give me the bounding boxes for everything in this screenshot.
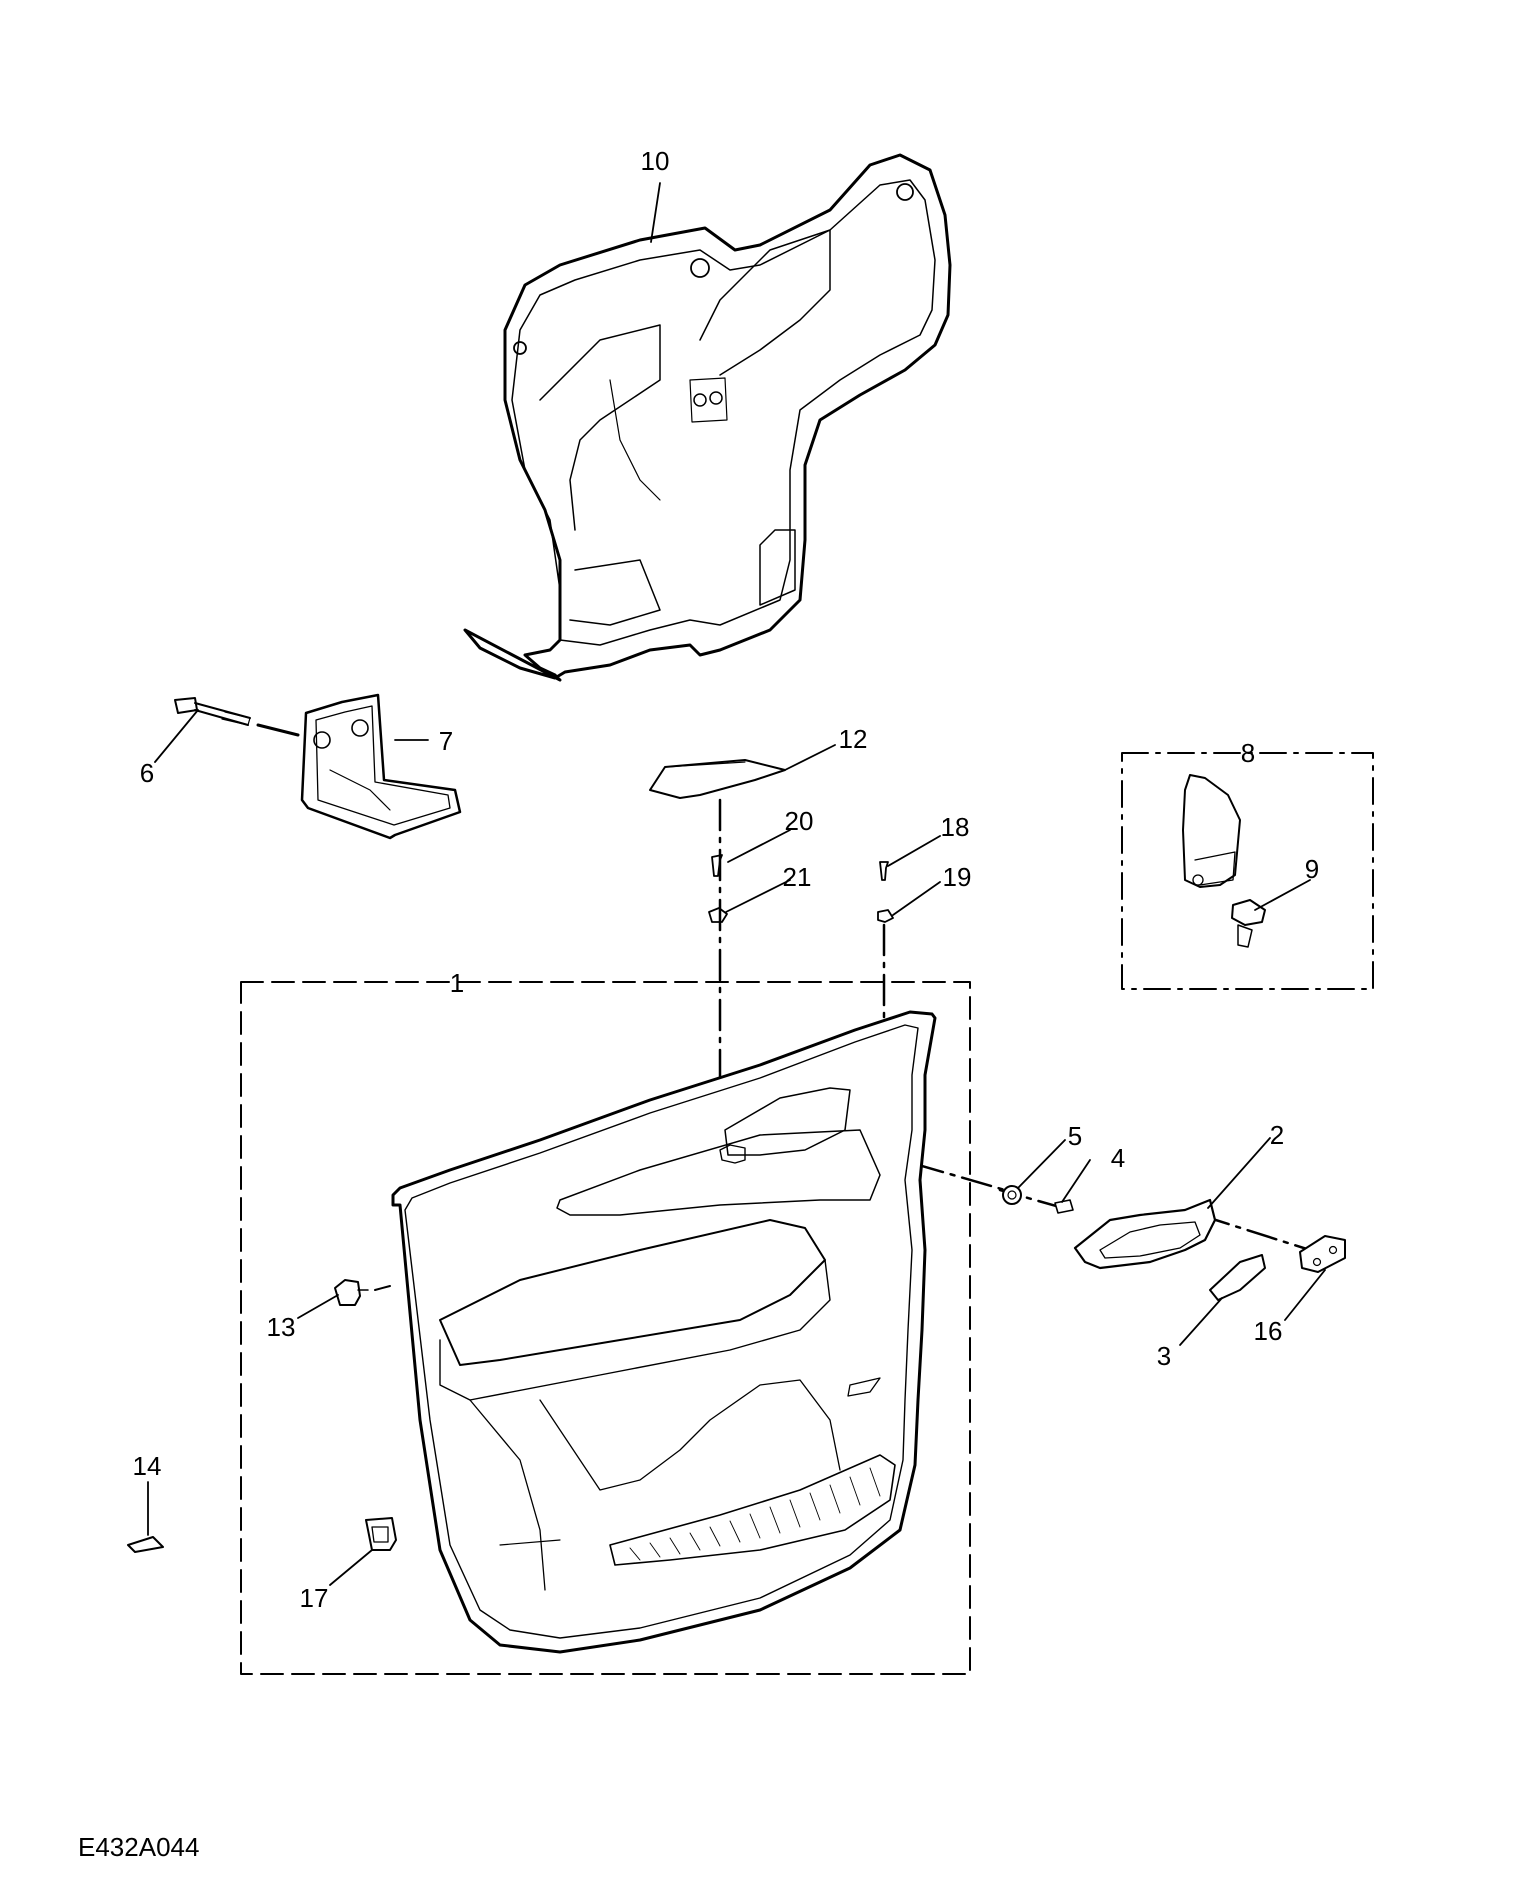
kit-8-box	[1121, 752, 1374, 990]
part-4-screw	[1054, 1199, 1074, 1214]
part-18-screw	[879, 861, 889, 881]
callout-2: 2	[1270, 1120, 1284, 1150]
callout-6: 6	[140, 758, 154, 788]
callout-21: 21	[783, 862, 812, 892]
part-2-door-handle	[1073, 1198, 1217, 1270]
part-7-bracket	[300, 693, 462, 840]
callout-12: 12	[839, 724, 868, 754]
callout-5: 5	[1068, 1121, 1082, 1151]
callout-labels: 10 7 6 12 20 21 18 19 8 9 1 5 4 2 3 16 1…	[133, 146, 1320, 1613]
part-13-push-clip	[334, 1279, 391, 1306]
part-14-pad	[127, 1536, 164, 1553]
callout-19: 19	[943, 862, 972, 892]
diagram-code: E432A044	[78, 1832, 200, 1862]
callout-7: 7	[439, 726, 453, 756]
callout-1: 1	[450, 968, 464, 998]
part-17-clip	[365, 1517, 397, 1551]
callout-3: 3	[1157, 1341, 1171, 1371]
part-21-clip	[708, 907, 728, 923]
callout-8: 8	[1241, 738, 1255, 768]
callout-13: 13	[267, 1312, 296, 1342]
part-10-insulation-panel	[463, 153, 952, 682]
part-8-handle-bracket	[1182, 774, 1241, 888]
callout-4: 4	[1111, 1143, 1125, 1173]
assembly-1-box	[240, 981, 971, 1675]
part-1-door-trim-panel	[391, 1010, 937, 1654]
part-3-cap	[1209, 1254, 1266, 1301]
leader-lines	[147, 182, 1326, 1586]
part-12-trim	[649, 759, 786, 799]
callout-9: 9	[1305, 854, 1319, 884]
callout-18: 18	[941, 812, 970, 842]
part-19-clip	[877, 909, 894, 923]
part-6-bolt	[174, 697, 300, 737]
callout-10: 10	[641, 146, 670, 176]
part-5-grommet	[1002, 1185, 1022, 1205]
part-16-bracket	[1299, 1235, 1346, 1273]
callout-20: 20	[785, 806, 814, 836]
part-9-push-clip	[1231, 899, 1266, 948]
callout-14: 14	[133, 1451, 162, 1481]
callout-16: 16	[1254, 1316, 1283, 1346]
callout-17: 17	[300, 1583, 329, 1613]
